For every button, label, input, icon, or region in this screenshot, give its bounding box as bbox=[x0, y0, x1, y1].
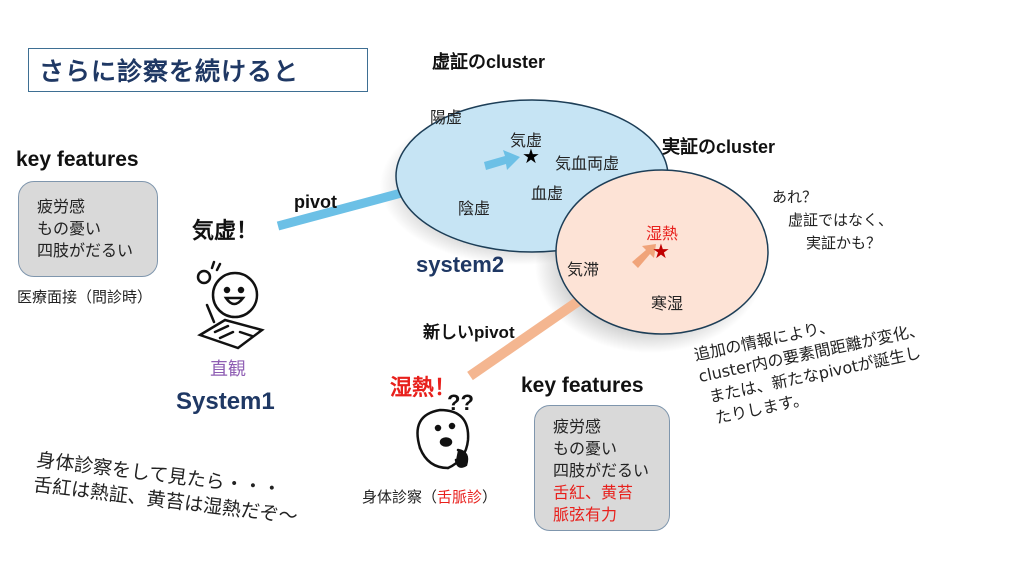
caption-suffix: ） bbox=[482, 488, 498, 506]
physical-exam-caption: 身体診察（舌脈診） bbox=[362, 486, 497, 507]
caption-prefix: 身体診察（ bbox=[362, 488, 438, 506]
caption-highlight: 舌脈診 bbox=[437, 488, 483, 506]
cluster-item-qi-deficiency: 気虚 bbox=[510, 131, 543, 150]
cluster-item-qi-stagnation: 気滞 bbox=[567, 260, 600, 279]
thought-line: あれ？ bbox=[772, 188, 818, 206]
qi-deficiency-exclaim: 気虚！ bbox=[192, 218, 259, 243]
damp-heat-exclaim: 湿熱！ bbox=[390, 375, 457, 400]
pivot-arrow bbox=[276, 183, 422, 231]
system1-character-icon bbox=[196, 260, 265, 350]
cluster-item-qi-blood-deficiency: 気血両虚 bbox=[555, 154, 620, 173]
cluster-item-yang-deficiency: 陽虚 bbox=[430, 108, 463, 127]
feature-item: もの憂い bbox=[553, 439, 618, 458]
cluster-item-blood-deficiency: 血虚 bbox=[531, 184, 564, 203]
feature-item: 四肢がだるい bbox=[37, 241, 134, 260]
feature-item-new: 舌紅、黄苔 bbox=[553, 483, 634, 502]
cluster-item-yin-deficiency: 陰虚 bbox=[458, 199, 491, 218]
star-icon: ★ bbox=[522, 144, 540, 168]
page-title: さらに診察を続けると bbox=[28, 48, 368, 92]
feature-item: 疲労感 bbox=[37, 197, 86, 216]
thought-line: 実証かも？ bbox=[806, 234, 882, 252]
cluster-item-cold-damp: 寒湿 bbox=[651, 294, 684, 313]
left-key-features-box: 疲労感 もの憂い 四肢がだるい bbox=[18, 181, 158, 277]
feature-item: もの憂い bbox=[37, 219, 102, 238]
interview-caption: 医療面接（問診時） bbox=[17, 288, 153, 306]
feature-item-new: 脈弦有力 bbox=[553, 505, 618, 524]
pivot-label: pivot bbox=[294, 192, 337, 212]
inner-arrow-blue bbox=[484, 150, 520, 170]
system2-label: system2 bbox=[416, 252, 505, 277]
left-key-features-heading: key features bbox=[16, 148, 139, 171]
confused-character-icon bbox=[416, 408, 470, 470]
star-red-icon: ★ bbox=[652, 239, 670, 263]
intuition-label: 直観 bbox=[210, 359, 246, 380]
thought-line: 虚証ではなく、 bbox=[788, 211, 894, 229]
new-pivot-arrow bbox=[467, 295, 583, 381]
feature-item: 四肢がだるい bbox=[553, 461, 650, 480]
cluster-item-damp-heat: 湿熱 bbox=[646, 224, 679, 243]
question-marks: ?? bbox=[447, 390, 474, 415]
excess-cluster-title: 実証のcluster bbox=[662, 137, 776, 157]
excess-cluster-ellipse bbox=[555, 169, 769, 335]
inner-arrow-orange bbox=[632, 244, 656, 268]
deficiency-cluster-title: 虚証のcluster bbox=[432, 52, 546, 72]
bottom-key-features-heading: key features bbox=[521, 374, 644, 397]
feature-item: 疲労感 bbox=[553, 417, 602, 436]
new-pivot-label: 新しいpivot bbox=[423, 323, 515, 342]
system1-label: System1 bbox=[176, 388, 275, 415]
bottom-key-features-box: 疲労感 もの憂い 四肢がだるい 舌紅、黄苔 脈弦有力 bbox=[534, 405, 670, 531]
thought-text: あれ？ 虚証ではなく、 実証かも？ bbox=[772, 186, 893, 255]
